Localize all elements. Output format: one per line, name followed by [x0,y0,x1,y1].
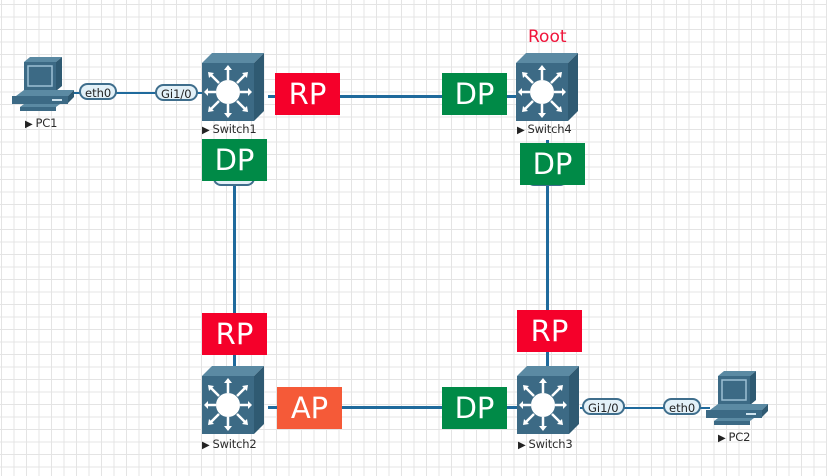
node-pc1[interactable] [10,56,76,112]
node-label-switch1: ▶Switch1 [202,122,257,136]
link-switch4-switch3 [546,140,549,370]
role-badge-switch2-to-switch3: AP [277,387,342,429]
role-badge-switch1-to-switch4: RP [275,73,340,115]
play-icon: ▶ [25,119,33,130]
root-annotation: Root [528,27,567,47]
link-switch2-switch3 [268,406,518,409]
role-badge-switch4-to-switch3: DP [520,143,585,185]
switch4-name: Switch4 [527,122,572,136]
switch1-name: Switch1 [212,122,257,136]
node-label-pc1: ▶PC1 [25,116,57,130]
switch2-name: Switch2 [212,437,257,451]
play-icon: ▶ [718,433,726,444]
role-badge-switch3-to-switch2: DP [442,387,507,429]
link-pc1-switch1 [72,92,202,94]
l3-switch-icon [512,51,580,123]
role-badge-switch3-to-switch4: RP [517,310,582,352]
node-label-switch2: ▶Switch2 [202,437,257,451]
pc-icon [704,370,770,426]
role-badge-switch4-to-switch1: DP [442,73,507,115]
port-pc1-eth0[interactable]: eth0 [79,83,118,100]
node-label-pc2: ▶PC2 [718,430,750,444]
play-icon: ▶ [202,125,210,136]
node-switch3[interactable] [513,364,581,436]
node-label-switch4: ▶Switch4 [517,122,572,136]
play-icon: ▶ [517,125,525,136]
node-pc2[interactable] [704,370,770,426]
l3-switch-icon [198,364,266,436]
l3-switch-icon [198,51,266,123]
role-badge-switch1-to-switch2: DP [202,139,267,181]
l3-switch-icon [513,364,581,436]
link-switch1-switch4 [268,95,518,98]
port-pc2-eth0[interactable]: eth0 [663,398,702,415]
node-switch2[interactable] [198,364,266,436]
play-icon: ▶ [518,440,526,451]
pc-icon [10,56,76,112]
node-switch4[interactable] [512,51,580,123]
pc2-name: PC2 [728,430,751,444]
link-switch1-switch2 [233,140,236,370]
role-badge-switch2-to-switch1: RP [202,313,267,355]
port-switch1-gi1-0[interactable]: Gi1/0 [155,84,198,101]
node-label-switch3: ▶Switch3 [518,437,573,451]
node-switch1[interactable] [198,51,266,123]
switch3-name: Switch3 [528,437,573,451]
play-icon: ▶ [202,440,210,451]
pc1-name: PC1 [35,116,58,130]
link-switch3-pc2 [580,407,710,409]
port-switch3-gi1-0[interactable]: Gi1/0 [582,398,625,415]
